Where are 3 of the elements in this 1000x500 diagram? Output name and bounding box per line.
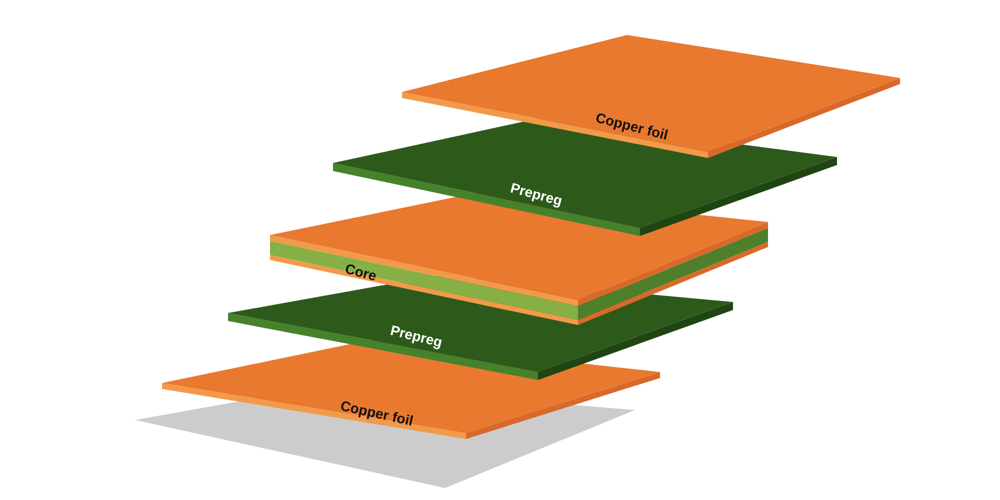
layer-label: Core	[343, 260, 378, 284]
layer-label: Copper foil	[594, 109, 670, 143]
layer-label: Copper foil	[339, 397, 415, 429]
